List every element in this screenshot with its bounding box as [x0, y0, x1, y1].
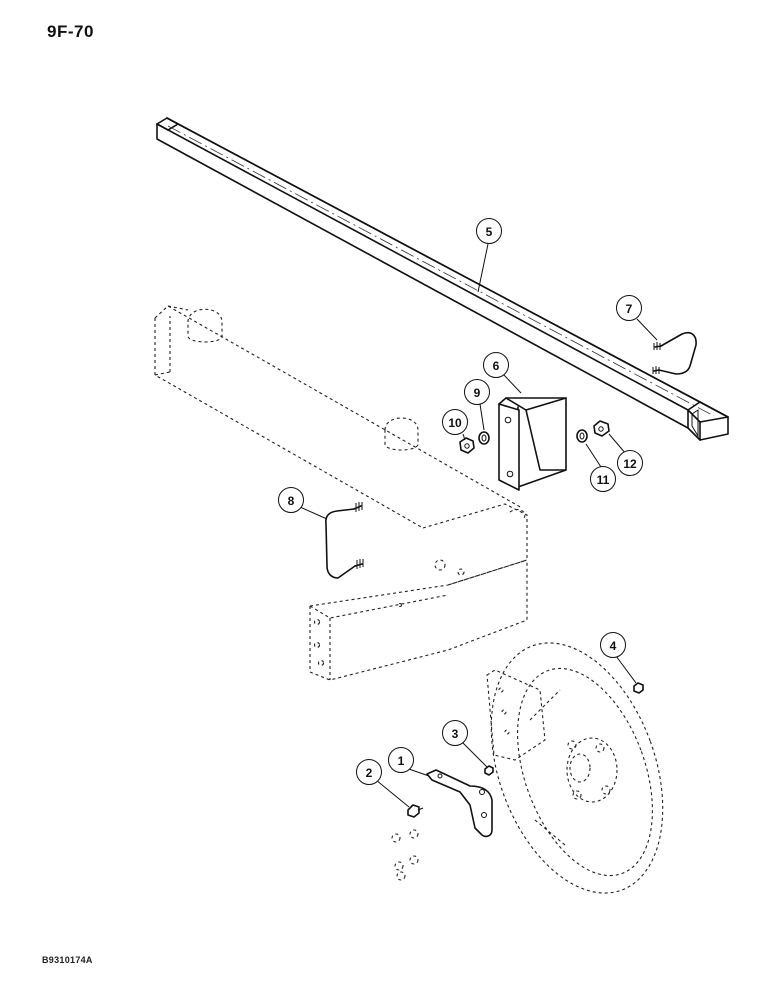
callout-2-label: 2 — [366, 766, 373, 780]
callout-4-label: 4 — [610, 639, 617, 653]
scraper-bracket-part-1 — [426, 769, 493, 838]
nut-part-12 — [593, 420, 610, 437]
bolt-part-2 — [407, 804, 424, 818]
figure-code: B9310174A — [42, 955, 93, 965]
callout-9-label: 9 — [474, 386, 481, 400]
nut-part-4 — [633, 682, 644, 694]
frame-reference-outline — [154, 305, 528, 681]
washer-part-11 — [576, 429, 588, 443]
callout-3: 3 — [442, 720, 468, 746]
callout-5-label: 5 — [486, 225, 493, 239]
callout-7-label: 7 — [626, 302, 633, 316]
callout-5: 5 — [476, 218, 502, 244]
callout-6: 6 — [483, 352, 509, 378]
callout-10: 10 — [442, 409, 468, 435]
disc-assembly-reference — [486, 642, 664, 894]
nut-part-3 — [484, 765, 494, 776]
callout-4: 4 — [600, 632, 626, 658]
callout-1: 1 — [388, 747, 414, 773]
nut-part-10 — [459, 437, 475, 454]
callout-11: 11 — [590, 466, 616, 492]
callout-12: 12 — [617, 450, 643, 476]
callout-12-label: 12 — [623, 457, 637, 471]
page-code: 9F-70 — [47, 22, 94, 41]
callout-10-label: 10 — [448, 416, 462, 430]
callout-3-label: 3 — [452, 727, 459, 741]
callout-6-label: 6 — [493, 359, 500, 373]
callout-11-label: 11 — [597, 473, 610, 487]
square-tube-part-5 — [156, 117, 729, 441]
callout-2: 2 — [356, 759, 382, 785]
callout-8: 8 — [278, 487, 304, 513]
u-bolt-part-7 — [652, 331, 697, 375]
callout-8-label: 8 — [288, 494, 295, 508]
washer-part-9 — [478, 431, 490, 445]
callout-9: 9 — [464, 379, 490, 405]
bracket-part-6 — [498, 397, 567, 491]
callout-7: 7 — [616, 295, 642, 321]
hardware-reference-dashed — [391, 829, 419, 881]
u-bolt-part-8 — [325, 502, 364, 579]
leader-lines — [299, 243, 658, 808]
callout-1-label: 1 — [398, 754, 405, 768]
